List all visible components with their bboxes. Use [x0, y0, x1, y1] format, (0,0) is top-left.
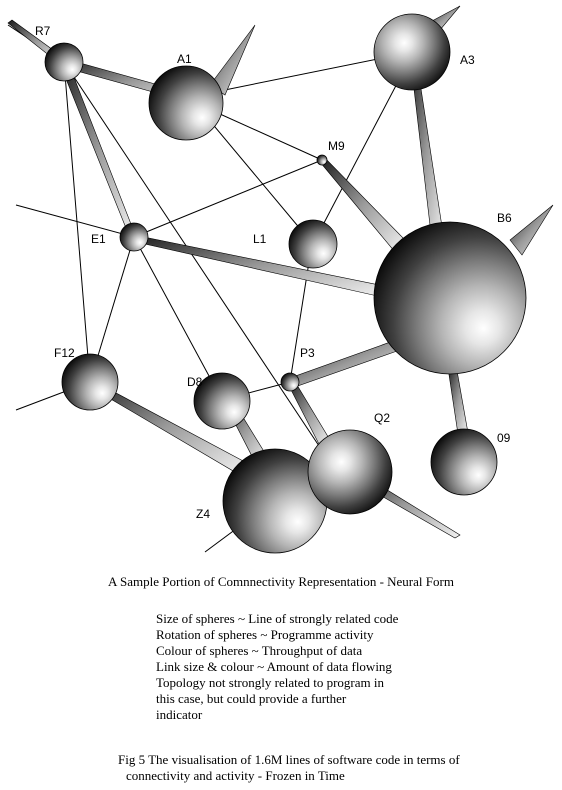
label-09: 09: [497, 431, 511, 445]
figure-caption-line: connectivity and activity - Frozen in Ti…: [126, 768, 345, 783]
legend-item: Link size & colour ~ Amount of data flow…: [156, 659, 392, 674]
node-labels: R7 A1 A3 M9 E1 L1 B6 F12 P3 D8 Q2 09 Z4: [35, 24, 512, 521]
legend-item: indicator: [156, 707, 203, 722]
figure-caption-line: Fig 5 The visualisation of 1.6M lines of…: [118, 752, 460, 767]
label-f12: F12: [54, 346, 75, 360]
neural-connectivity-diagram: R7 A1 A3 M9 E1 L1 B6 F12 P3 D8 Q2 09 Z4: [7, 5, 554, 554]
sphere-m9: [316, 154, 328, 166]
legend-item: Colour of spheres ~ Throughput of data: [156, 643, 363, 658]
link-e1-left: [15, 204, 135, 238]
link-r7-q2: [63, 61, 336, 471]
figure-caption: Fig 5 The visualisation of 1.6M lines of…: [118, 752, 538, 784]
legend: Size of spheres ~ Line of strongly relat…: [156, 611, 456, 723]
link-m9-e1: [133, 159, 323, 238]
legend-item: Rotation of spheres ~ Programme activity: [156, 627, 374, 642]
link-e1-d8: [133, 236, 223, 401]
label-a1: A1: [177, 52, 192, 66]
legend-item: Size of spheres ~ Line of strongly relat…: [156, 611, 399, 626]
sphere-e1: [119, 222, 149, 252]
sphere-p3: [280, 372, 300, 392]
label-q2: Q2: [374, 411, 390, 425]
legend-item: Topology not strongly related to program…: [156, 675, 384, 690]
label-p3: P3: [300, 346, 315, 360]
label-b6: B6: [497, 211, 512, 225]
wedge-links: [7, 5, 554, 539]
label-m9: M9: [328, 139, 345, 153]
link-a1-l1: [204, 114, 313, 244]
sphere-l1: [288, 219, 338, 269]
label-a3: A3: [460, 53, 475, 67]
label-l1: L1: [253, 232, 267, 246]
legend-item: this case, but could provide a further: [156, 691, 347, 706]
link-b6-spike: [509, 204, 554, 256]
label-e1: E1: [91, 232, 106, 246]
sphere-09: [430, 428, 498, 496]
link-b6-09: [447, 364, 469, 435]
label-d8: D8: [187, 375, 203, 389]
spheres: [44, 13, 527, 554]
sphere-f12: [61, 353, 119, 411]
sphere-b6: [373, 221, 527, 375]
sphere-q2: [307, 429, 393, 515]
sphere-a3: [373, 13, 451, 91]
sphere-a1: [148, 65, 224, 141]
diagram-caption: A Sample Portion of Comnnectivity Repres…: [108, 574, 454, 589]
sphere-r7: [44, 42, 84, 82]
sphere-d8: [193, 372, 251, 430]
label-z4: Z4: [196, 507, 210, 521]
label-r7: R7: [35, 24, 51, 38]
